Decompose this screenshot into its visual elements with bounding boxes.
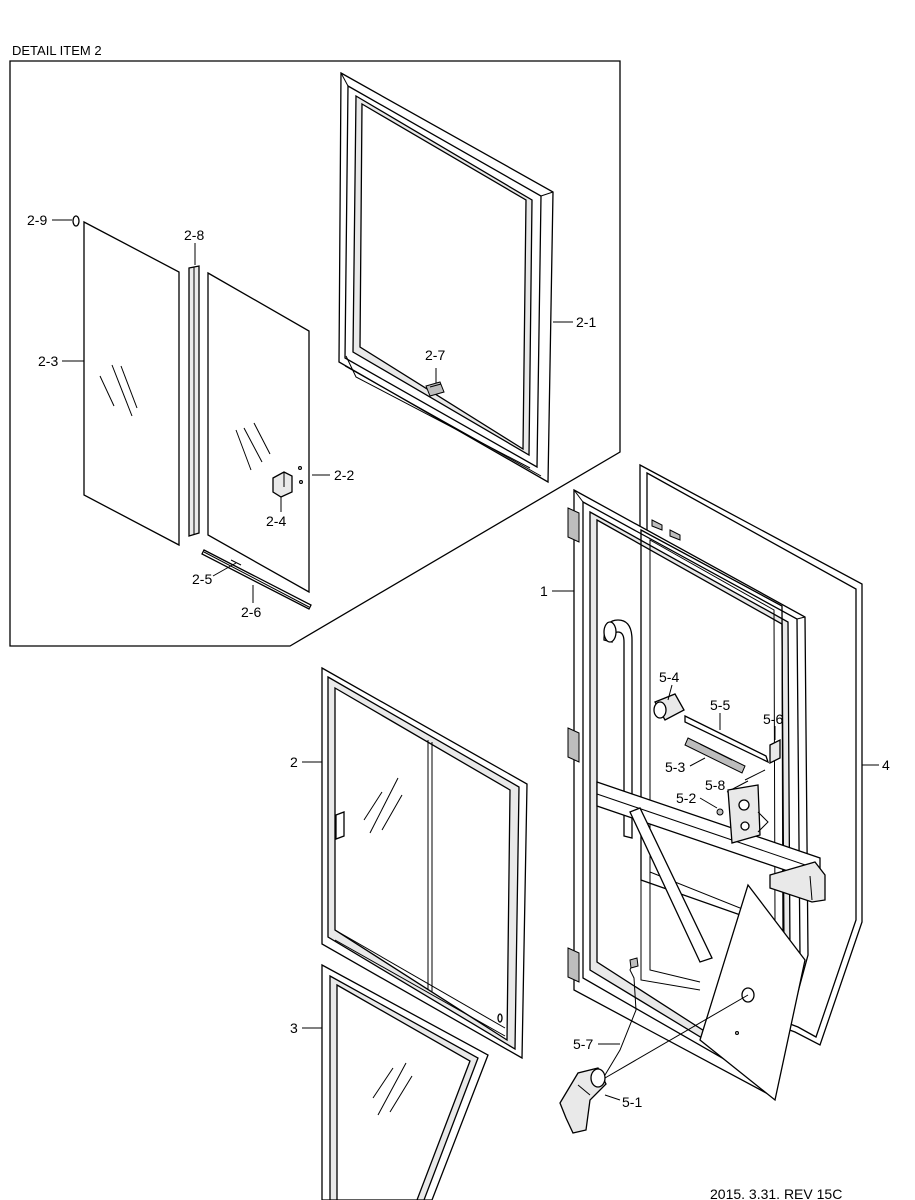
part-5-8-pin: [744, 769, 766, 781]
part-2-4-latch: [272, 471, 293, 512]
part-5-1-handle: [559, 1067, 607, 1134]
label-1: 1: [540, 583, 548, 599]
label-5-5: 5-5: [710, 697, 730, 713]
label-2-8: 2-8: [184, 227, 204, 243]
detail-box-outline: [9, 60, 621, 647]
part-2-5-2-6-rail: [201, 549, 312, 610]
label-2-6: 2-6: [241, 604, 261, 620]
label-5-7: 5-7: [573, 1036, 593, 1052]
label-5-2: 5-2: [676, 790, 696, 806]
hinge-bottom: [567, 947, 580, 983]
part-3-lower-glass: [321, 963, 489, 1200]
label-2-1: 2-1: [576, 314, 596, 330]
label-5-1: 5-1: [622, 1094, 642, 1110]
detail-title: DETAIL ITEM 2: [12, 43, 102, 58]
part-2-9-pin: [72, 215, 80, 227]
part-5-3-link: [684, 737, 746, 774]
hinge-middle: [567, 727, 580, 763]
hinge-top: [567, 507, 580, 543]
label-2-3: 2-3: [38, 353, 58, 369]
label-2-4: 2-4: [266, 513, 286, 529]
label-5-4: 5-4: [659, 669, 679, 685]
part-2-8-seal: [188, 265, 200, 537]
label-2-2: 2-2: [334, 467, 354, 483]
part-2-1-frame: [338, 71, 554, 484]
part-2-sliding-window: [321, 666, 528, 1060]
label-4: 4: [882, 757, 890, 773]
label-2-7: 2-7: [425, 347, 445, 363]
label-5-3: 5-3: [665, 759, 685, 775]
label-2: 2: [290, 754, 298, 770]
label-3: 3: [290, 1020, 298, 1036]
label-5-8: 5-8: [705, 777, 725, 793]
label-2-9: 2-9: [27, 212, 47, 228]
label-5-6: 5-6: [763, 711, 783, 727]
part-5-5-rod: [684, 713, 770, 764]
part-5-2-latch: [716, 784, 769, 844]
part-2-2-sliding-glass: [207, 271, 310, 594]
part-5-7-cable: [604, 957, 749, 1079]
label-2-5: 2-5: [192, 571, 212, 587]
part-2-7-stopper: [425, 368, 445, 397]
part-5-4-cylinder: [653, 684, 685, 721]
revision-footer: 2015. 3.31. REV 15C: [710, 1186, 842, 1200]
part-5-6-clip: [769, 738, 781, 765]
part-2-3-glass: [83, 220, 180, 547]
